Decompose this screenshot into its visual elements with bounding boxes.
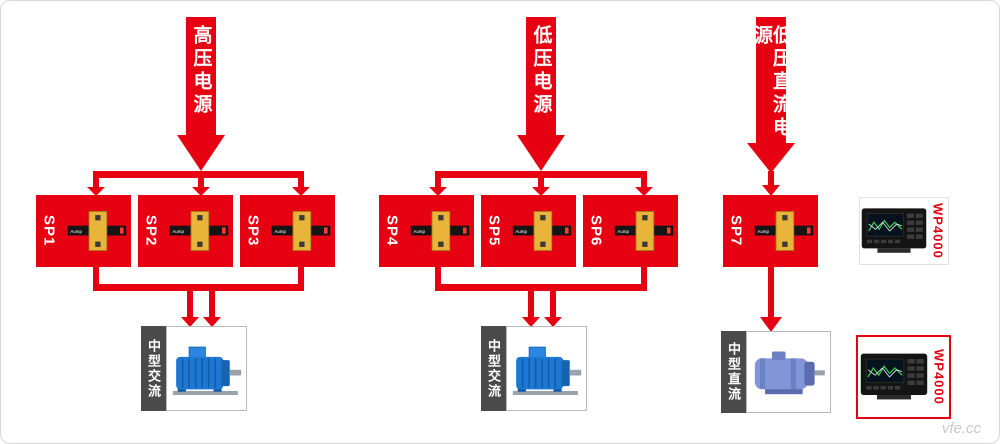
banner-low-voltage-dc-source: 低压直流电源 bbox=[751, 17, 791, 143]
ac-motor-icon bbox=[506, 326, 587, 411]
current-sensor-icon bbox=[164, 195, 233, 267]
sensor-label: SP2 bbox=[142, 215, 160, 247]
sensor-box-sp3: SP3 bbox=[240, 195, 335, 267]
sensor-box-sp6: SP6 bbox=[583, 195, 678, 267]
current-sensor-icon bbox=[609, 195, 678, 267]
sensor-box-sp7: SP7 bbox=[723, 195, 818, 267]
motor-box-medium-dc: 中型直流 bbox=[721, 331, 831, 413]
banner-arrow-3 bbox=[747, 143, 795, 173]
motor-box-medium-ac-2: 中型交流 bbox=[481, 326, 587, 411]
sensor-box-sp5: SP5 bbox=[481, 195, 576, 267]
analyzer-box-wp4000-2: WP4000 bbox=[856, 335, 951, 419]
analyzer-label: WP4000 bbox=[930, 203, 946, 259]
banner-label: 低压电源 bbox=[530, 25, 552, 117]
sensor-box-sp1: SP1 bbox=[36, 195, 131, 267]
sensor-box-sp4: SP4 bbox=[379, 195, 474, 267]
sensor-label: SP3 bbox=[244, 215, 262, 247]
current-sensor-icon bbox=[266, 195, 335, 267]
current-sensor-icon bbox=[507, 195, 576, 267]
red-connector-group bbox=[87, 135, 795, 332]
current-sensor-icon bbox=[405, 195, 474, 267]
motor-label: 中型直流 bbox=[721, 331, 746, 413]
current-sensor-icon bbox=[749, 195, 818, 267]
banner-label: 低压直流电源 bbox=[751, 25, 791, 140]
banner-low-voltage-source: 低压电源 bbox=[526, 17, 556, 135]
sensor-label: SP1 bbox=[40, 215, 58, 247]
banner-arrow-2 bbox=[517, 135, 565, 171]
banner-arrow-1 bbox=[177, 135, 225, 171]
sensor-label: SP5 bbox=[485, 215, 503, 247]
dc-motor-icon bbox=[746, 331, 831, 413]
sensor-box-sp2: SP2 bbox=[138, 195, 233, 267]
sensor-label: SP4 bbox=[383, 215, 401, 247]
analyzer-box-wp4000-1: WP4000 bbox=[859, 197, 949, 265]
motor-box-medium-ac-1: 中型交流 bbox=[141, 326, 247, 411]
watermark: vfe.cc bbox=[941, 420, 981, 437]
power-analyzer-icon bbox=[858, 337, 929, 417]
current-sensor-icon bbox=[62, 195, 131, 267]
ac-motor-icon bbox=[166, 326, 247, 411]
sensor-label: SP7 bbox=[727, 215, 745, 247]
analyzer-label: WP4000 bbox=[931, 349, 947, 405]
banner-label: 高压电源 bbox=[190, 25, 212, 117]
sensor-label: SP6 bbox=[587, 215, 605, 247]
power-analyzer-icon bbox=[860, 198, 928, 264]
banner-high-voltage-source: 高压电源 bbox=[186, 17, 216, 135]
motor-label: 中型交流 bbox=[141, 326, 166, 411]
motor-label: 中型交流 bbox=[481, 326, 506, 411]
